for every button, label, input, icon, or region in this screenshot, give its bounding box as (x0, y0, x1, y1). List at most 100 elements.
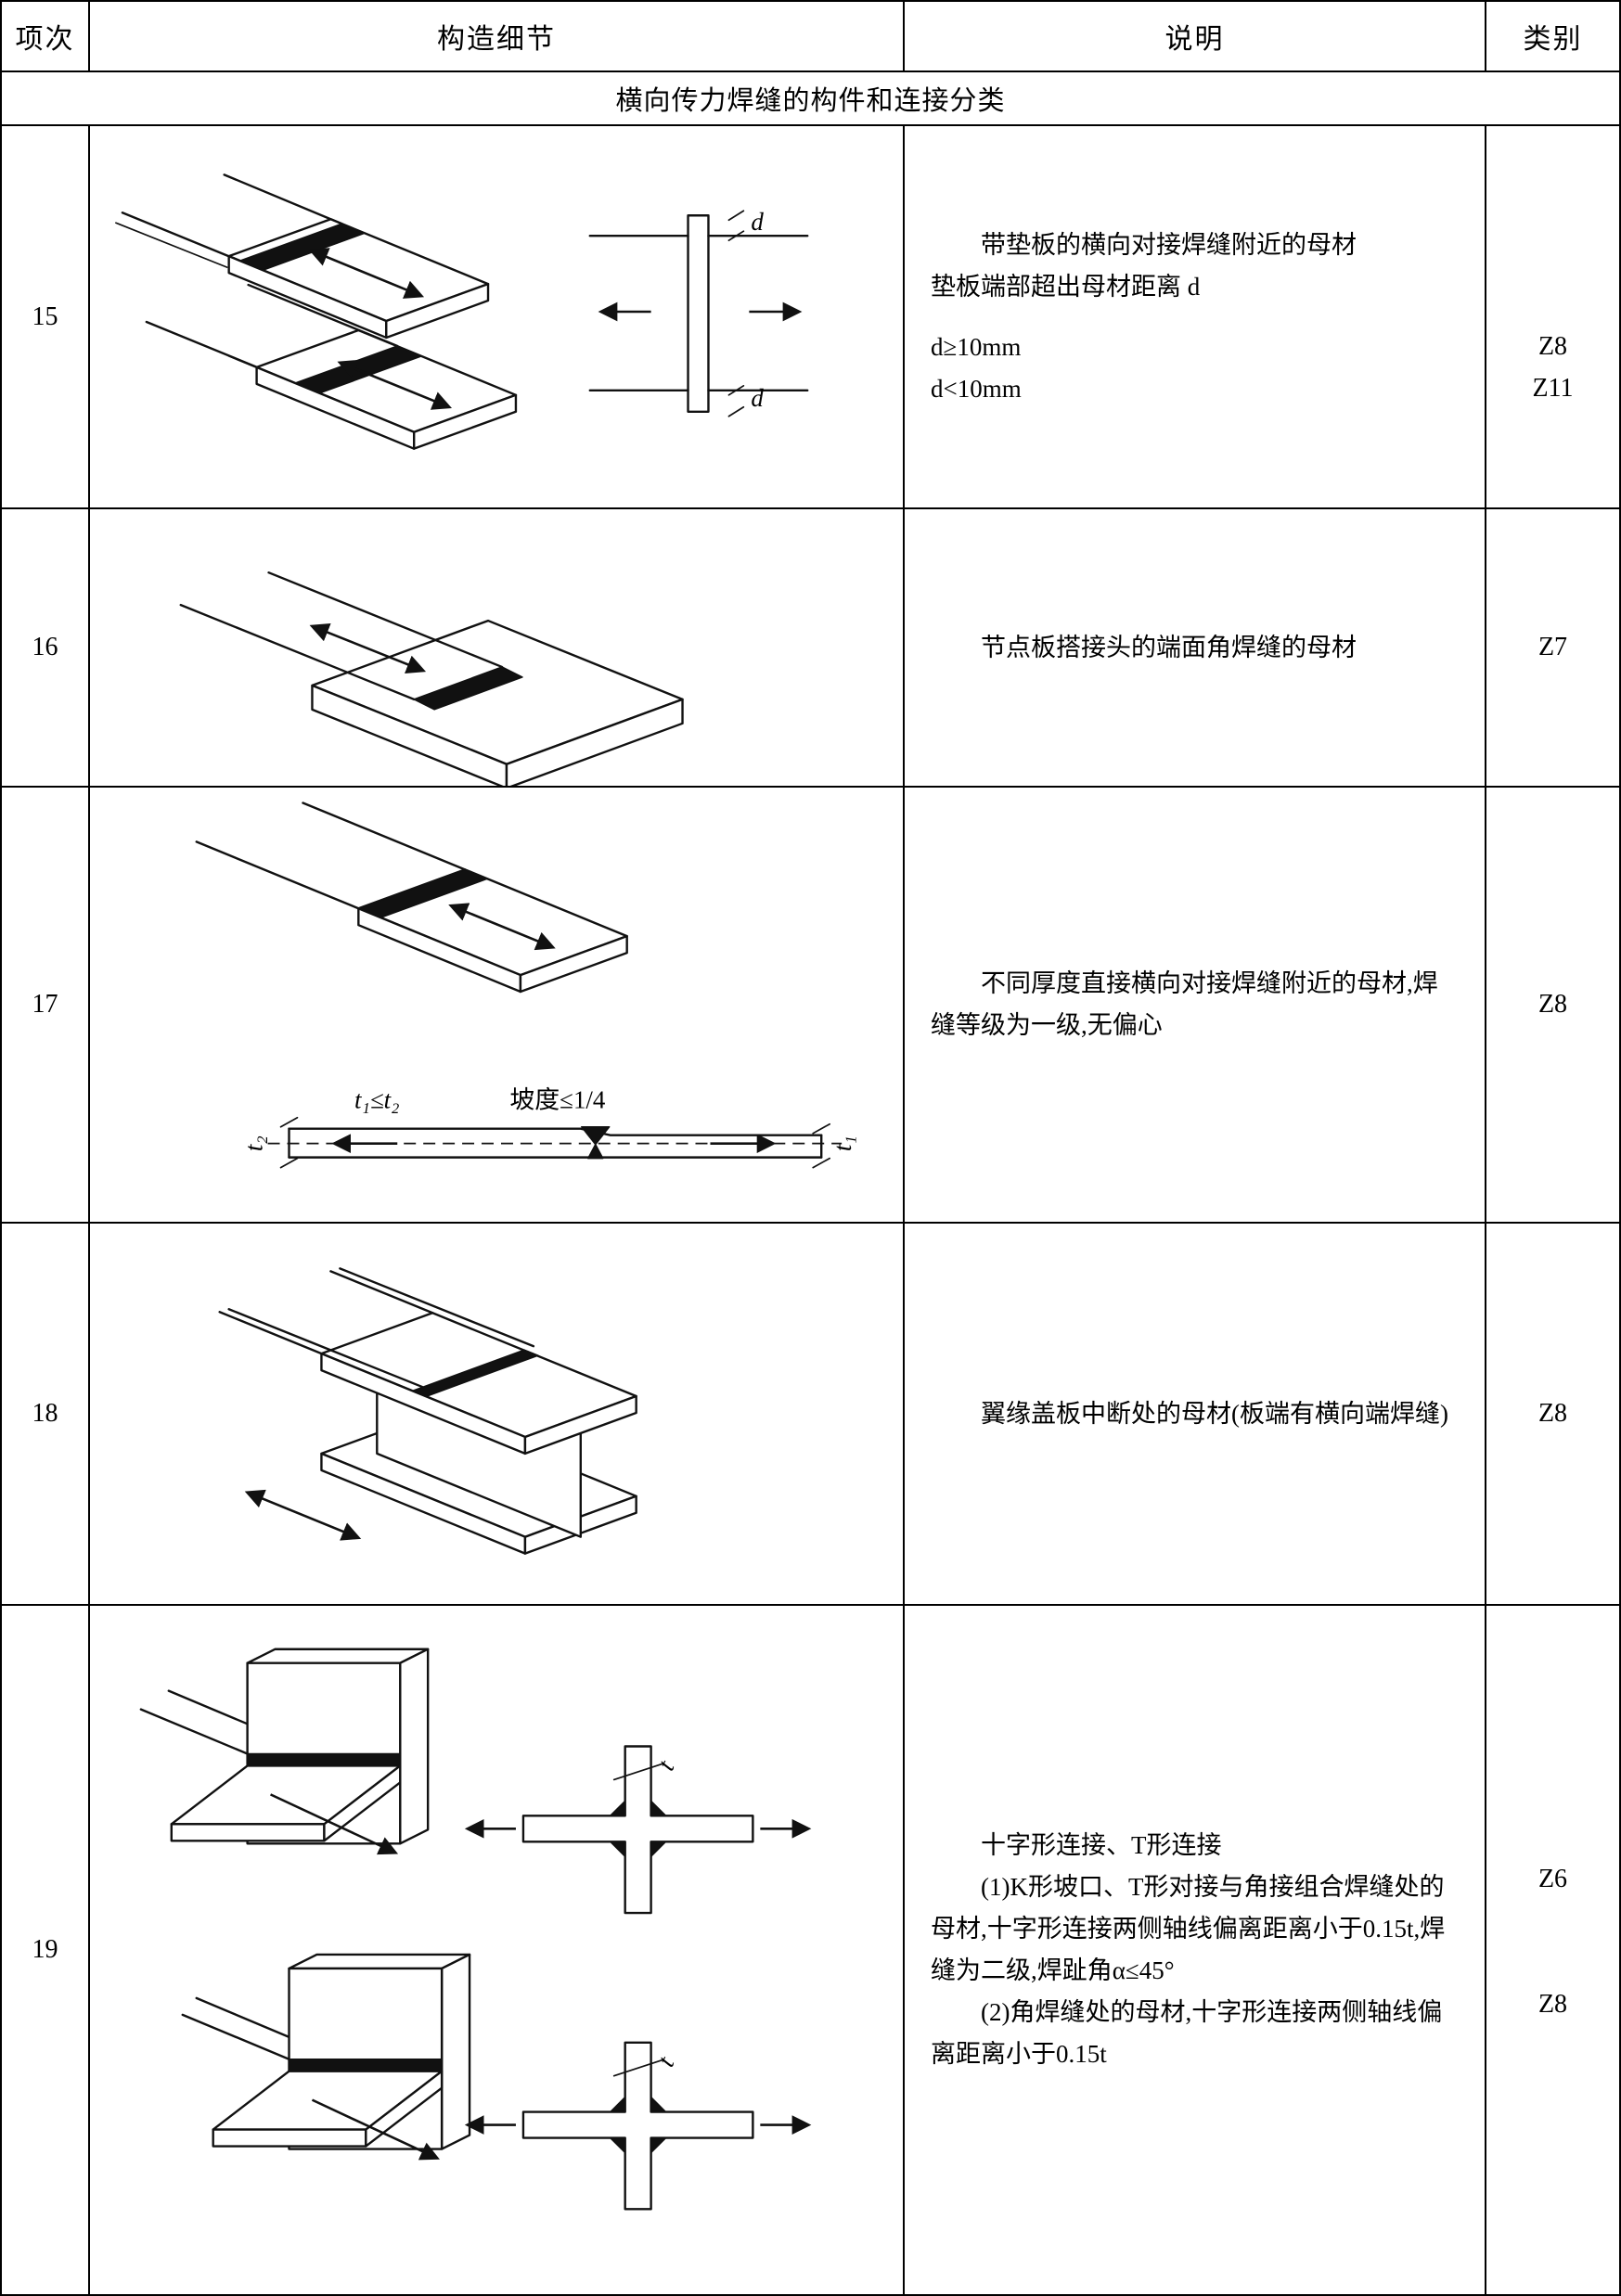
wall-top-face (288, 1953, 471, 1970)
desc-line: d≥10mm (931, 332, 1022, 361)
backing-strip (687, 214, 710, 413)
transverse-end-weld (412, 1349, 539, 1397)
category-badge: Z11 (1532, 374, 1574, 403)
item-number: 19 (32, 1935, 58, 1964)
label-thickness-condition: t₁≤t₂ (354, 1086, 399, 1114)
desc-line: 不同厚度直接横向对接焊缝附近的母材,焊缝等级为一级,无偏心 (931, 969, 1438, 1039)
fillet-weld (650, 2136, 667, 2154)
edge-line (195, 840, 360, 910)
category-cell-19: Z6 Z8 (1486, 1606, 1619, 2294)
category-badge: Z8 (1537, 332, 1568, 361)
table-row-15: 15 (2, 126, 1619, 509)
dim-tick (727, 384, 745, 396)
item-cell-19: 19 (2, 1606, 90, 2294)
backing-edge-line (115, 222, 228, 268)
desc-cell-16: 节点板搭接头的端面角焊缝的母材 (905, 509, 1486, 786)
category-cell-17: Z8 (1486, 788, 1619, 1222)
category-badge: Z6 (1537, 1865, 1568, 1893)
fillet-weld (609, 1800, 626, 1817)
category-badge: Z8 (1537, 1990, 1568, 2019)
force-arrow (270, 1793, 399, 1855)
edge-line (139, 1708, 249, 1755)
base-plate-end-face (505, 698, 684, 786)
section-view: d d (588, 208, 809, 417)
gusset-edge-line (267, 571, 504, 669)
base-plate-side-face (311, 684, 508, 786)
item-number: 18 (32, 1399, 58, 1428)
header-detail: 构造细节 (90, 2, 905, 71)
weld-band (357, 868, 488, 918)
table-header-row: 项次 构造细节 说明 类别 (2, 2, 1619, 72)
table-row-19: 19 (2, 1606, 1619, 2294)
plate-front-face (212, 2128, 367, 2148)
item-cell-16: 16 (2, 509, 90, 786)
plate-end-face (413, 393, 518, 450)
t-joint-iso-bottom (181, 1953, 471, 2161)
dim-tick (612, 2059, 663, 2077)
section-title-row: 横向传力焊缝的构件和连接分类 (2, 72, 1619, 126)
label-slope-condition: 坡度≤1/4 (509, 1086, 606, 1114)
item-cell-17: 17 (2, 788, 90, 1222)
fillet-weld (609, 2136, 626, 2154)
fillet-weld (609, 1841, 626, 1857)
item-cell-18: 18 (2, 1224, 90, 1604)
dim-tick (812, 1157, 831, 1169)
dim-tick (279, 1157, 299, 1169)
bar-top-edge (288, 1127, 823, 1136)
section-diagram: t₁≤t₂ 坡度≤1/4 t₂ t₁ (240, 1086, 856, 1169)
cover-plate-edge-line (339, 1267, 535, 1348)
desc-line: 垫板端部超出母材距离 d (931, 272, 1201, 301)
cover-plate-edge-line (227, 1308, 424, 1389)
label-t-top: t (651, 1754, 680, 1775)
flange-edge-line (218, 1311, 323, 1355)
detail-cell-16 (90, 509, 905, 786)
dim-tick (279, 1116, 299, 1128)
diagram-flange-cover-plate (218, 1267, 637, 1555)
edge-line (302, 802, 467, 871)
edge-line (181, 2013, 290, 2060)
force-arrow (337, 359, 452, 410)
plate-end-face (519, 934, 628, 994)
label-t2: t₂ (240, 1135, 268, 1151)
table-row-16: 16 节点板搭接头的端面角焊缝的母材 Z7 (2, 509, 1619, 788)
detail-cell-19: t (90, 1606, 905, 2294)
category-badge: Z8 (1537, 990, 1568, 1019)
fillet-weld (650, 1800, 667, 1817)
category-badge: Z7 (1537, 633, 1568, 661)
plate-end-face (385, 282, 490, 340)
wall-top-face (246, 1648, 430, 1664)
diagram-unequal-thickness-butt-weld: t₁≤t₂ 坡度≤1/4 t₂ t₁ (195, 802, 856, 1169)
fillet-weld (609, 2096, 626, 2113)
end-fillet-weld (413, 666, 523, 711)
weld-band (238, 223, 367, 271)
edge-line (223, 173, 343, 225)
iso-sketch-bottom (145, 283, 518, 450)
lap-joint-sketch (179, 571, 684, 786)
label-t1: t₁ (829, 1135, 856, 1151)
fillet-weld (650, 2096, 667, 2113)
weld-band (246, 1752, 401, 1767)
desc-line: 节点板搭接头的端面角焊缝的母材 (981, 633, 1357, 661)
label-t-bottom: t (651, 2050, 680, 2071)
flange-edge-line (329, 1270, 434, 1315)
force-arrow (448, 903, 556, 951)
item-number: 15 (32, 301, 58, 331)
force-arrow (308, 248, 425, 299)
item-cell-15: 15 (2, 126, 90, 507)
plate-side-face (323, 1764, 402, 1842)
weld-v (581, 1125, 611, 1146)
dim-tick (727, 230, 745, 242)
plate-front-face (170, 1823, 326, 1842)
detail-cell-15: d d (90, 126, 905, 507)
dim-tick (812, 1122, 831, 1135)
wall-side-face (399, 1648, 430, 1845)
desc-line: (2)角焊缝处的母材,十字形连接两侧轴线偏离距离小于0.15t (931, 1998, 1443, 2068)
edge-line (121, 212, 241, 263)
top-flange-end-face (523, 1394, 637, 1456)
diagram-gusset-lap-joint (179, 571, 684, 786)
wall-side-face (440, 1953, 471, 2150)
fillet-weld (650, 1841, 667, 1857)
plate-side-face (365, 2070, 444, 2148)
category-cell-15: Z8 Z11 (1486, 126, 1619, 507)
label-d-bottom: d (751, 384, 764, 412)
